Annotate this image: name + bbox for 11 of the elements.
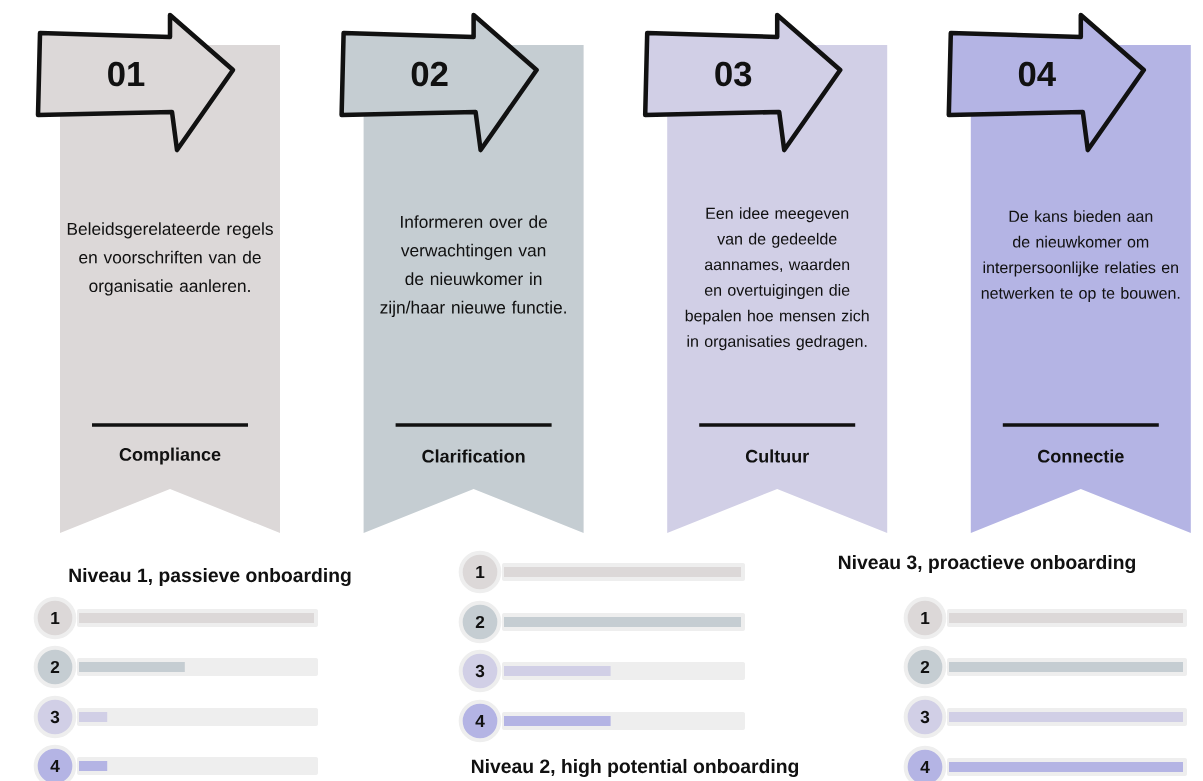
category-label: Cultuur <box>745 449 809 463</box>
description-text: Informeren over de verwachtingen van de nieuwkomer in zijn/haar nieuwe functie. <box>380 215 566 317</box>
category-label: Clarification <box>422 449 525 463</box>
level-title: Niveau 3, proactieve onboarding <box>838 554 1136 574</box>
level-title: Niveau 1, passieve onboarding <box>69 567 351 587</box>
level-title: Niveau 2, high potential onboarding <box>471 758 799 778</box>
description-text: De kans bieden aan de nieuwkomer om interpersoonlijke relaties en netwerken te op te bouwen. <box>981 210 1180 302</box>
category-label: Compliance <box>119 447 221 465</box>
description-text: Een idee meegeven van de gedeelde aannames, waarden en overtuigingen die bepalen hoe mensen zich in organisaties gedragen. <box>685 207 869 351</box>
description-text: Beleidsgerelateerde regels en voorschriften van de organisatie aanleren. <box>67 222 273 296</box>
category-label: Connectie <box>1038 449 1124 463</box>
